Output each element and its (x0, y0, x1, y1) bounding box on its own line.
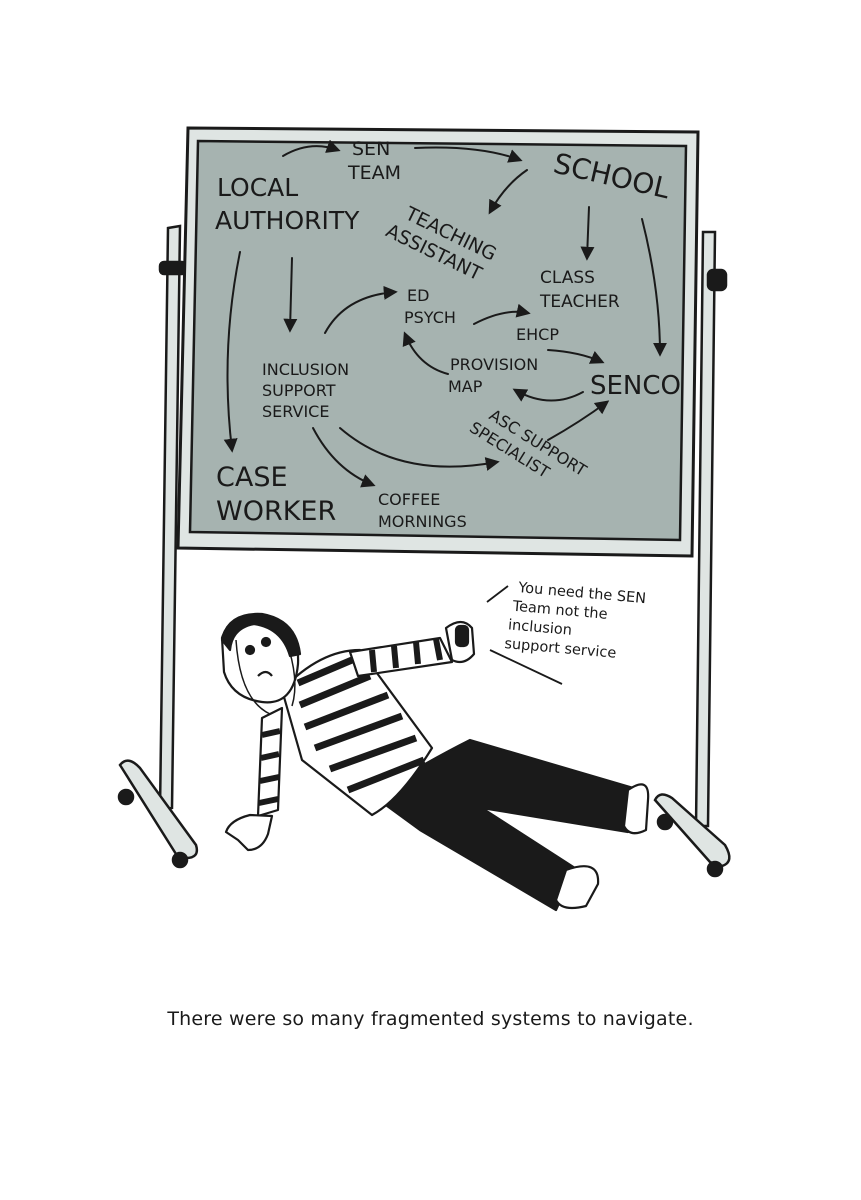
senco-label: SENCO (590, 371, 681, 401)
whiteboard (176, 126, 700, 558)
speech-bubble: You need the SEN Team not the inclusion … (486, 579, 652, 685)
caption: There were so many fragmented systems to… (167, 1008, 694, 1030)
speech-text: You need the SEN Team not the inclusion … (504, 579, 652, 664)
whiteboard-stand (117, 224, 731, 878)
flow-arrows (223, 139, 667, 488)
ehcp-label: EHCP (516, 325, 559, 344)
person-figure (220, 612, 650, 912)
